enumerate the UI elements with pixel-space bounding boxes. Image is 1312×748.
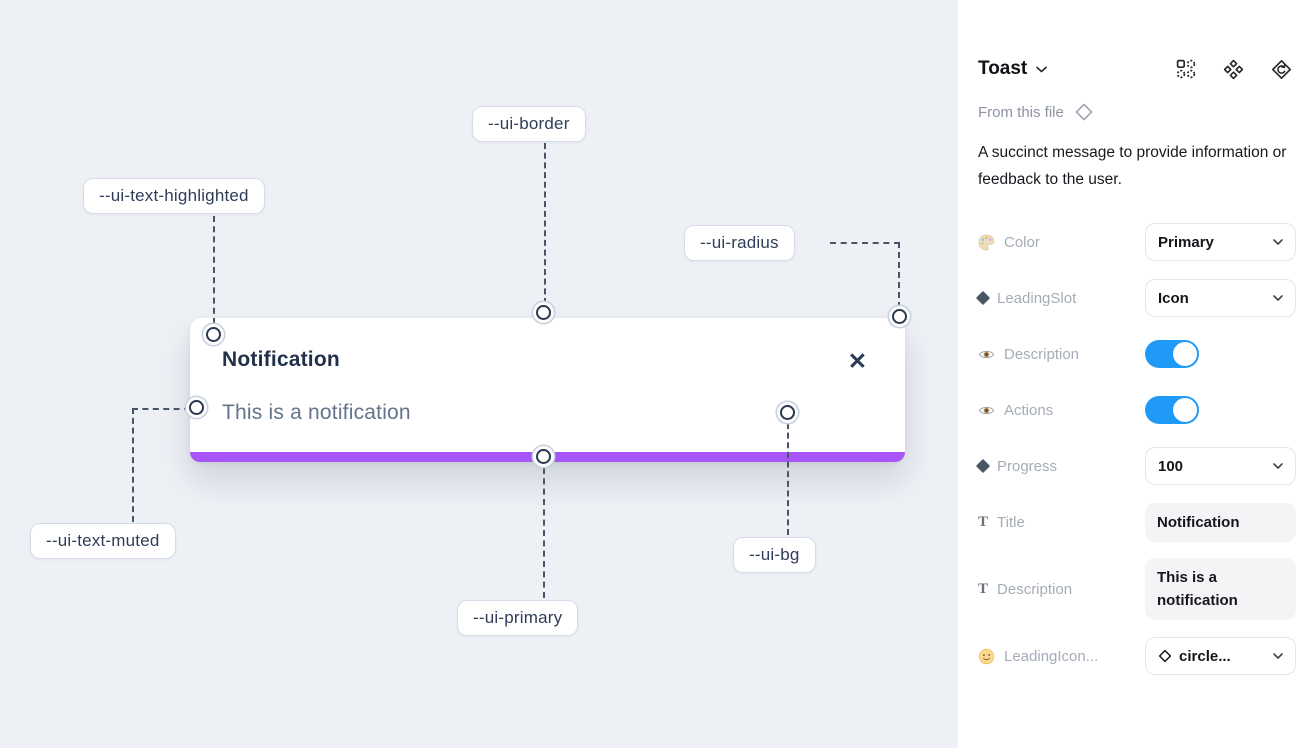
color-select[interactable]: Primary (1145, 223, 1296, 261)
diamond-outline-icon (1074, 102, 1094, 122)
variants-icon[interactable] (1223, 59, 1244, 80)
title-field[interactable]: Notification (1145, 502, 1296, 542)
diamond-outline-icon (1158, 649, 1172, 663)
connector-marker-primary (536, 449, 551, 464)
connector-line-ui-text-highlighted (213, 216, 215, 324)
prop-label-text: LeadingSlot (997, 289, 1077, 307)
prop-row-progress: Progress 100 (975, 438, 1296, 494)
prop-row-leadingicon: LeadingIcon... circle... (978, 628, 1296, 684)
component-title: Toast (978, 58, 1028, 79)
leadingslot-select[interactable]: Icon (1145, 279, 1296, 317)
swap-instance-icon[interactable] (1271, 59, 1292, 80)
panel-header: Toast (978, 0, 1296, 80)
prop-label-text: Title (997, 513, 1025, 531)
component-selector[interactable]: Toast (978, 58, 1048, 80)
prop-label-text: LeadingIcon... (1004, 647, 1099, 665)
design-canvas: Notification This is a notification ✕ --… (0, 0, 958, 748)
prop-row-description-text: T Description This is a notification (978, 550, 1296, 628)
connector-line-ui-radius (830, 242, 900, 308)
toast-close-button[interactable]: ✕ (847, 348, 867, 374)
source-row: From this file (978, 102, 1296, 122)
toast-component: Notification This is a notification ✕ (190, 318, 905, 462)
toggle-knob (1173, 342, 1197, 366)
var-label-ui-text-muted: --ui-text-muted (30, 523, 176, 559)
smiley-icon (978, 648, 995, 665)
var-label-ui-bg: --ui-bg (733, 537, 816, 573)
prop-row-title: T Title Notification (978, 494, 1296, 550)
connector-marker-border (536, 305, 551, 320)
text-icon: T (978, 580, 989, 597)
connector-line-ui-bg (787, 423, 789, 535)
connector-line-ui-text-muted (132, 408, 190, 522)
connector-line-ui-border (544, 143, 546, 304)
property-rows: Color Primary LeadingSlot Icon (975, 214, 1296, 684)
eye-icon (978, 402, 995, 419)
var-label-ui-border: --ui-border (472, 106, 586, 142)
prop-label-text: Actions (1004, 401, 1054, 419)
prop-row-leadingslot: LeadingSlot Icon (975, 270, 1296, 326)
var-label-ui-text-highlighted: --ui-text-highlighted (83, 178, 265, 214)
prop-row-actions-toggle: Actions (978, 382, 1296, 438)
prop-row-color: Color Primary (978, 214, 1296, 270)
diamond-icon (975, 290, 991, 306)
toggle-knob (1173, 398, 1197, 422)
prop-label-text: Description (997, 580, 1073, 598)
prop-label-text: Color (1004, 233, 1040, 251)
source-label: From this file (978, 103, 1064, 121)
properties-panel: Toast (958, 0, 1312, 748)
description-toggle[interactable] (1145, 340, 1199, 368)
var-label-ui-radius: --ui-radius (684, 225, 795, 261)
connector-line-ui-primary (543, 468, 545, 598)
toast-description: This is a notification (222, 401, 411, 424)
text-icon: T (978, 513, 989, 530)
description-field[interactable]: This is a notification (1145, 558, 1296, 620)
var-label-ui-primary: --ui-primary (457, 600, 579, 636)
eye-icon (978, 346, 995, 363)
header-actions (1175, 59, 1296, 80)
toast-title: Notification (222, 348, 340, 371)
component-description: A succinct message to provide informatio… (978, 144, 1287, 188)
connector-marker-bg (780, 405, 795, 420)
component-props-icon[interactable] (1175, 59, 1196, 80)
progress-select[interactable]: 100 (1145, 447, 1296, 485)
diamond-icon (975, 458, 991, 474)
prop-row-description-toggle: Description (978, 326, 1296, 382)
connector-marker-radius (892, 309, 907, 324)
leadingicon-select[interactable]: circle... (1145, 637, 1296, 675)
connector-marker-text-highlighted (206, 327, 221, 342)
chevron-down-icon (1036, 66, 1048, 73)
palette-icon (978, 234, 995, 251)
prop-label-text: Progress (997, 457, 1058, 475)
actions-toggle[interactable] (1145, 396, 1199, 424)
connector-marker-text-muted (189, 400, 204, 415)
prop-label-text: Description (1004, 345, 1080, 363)
